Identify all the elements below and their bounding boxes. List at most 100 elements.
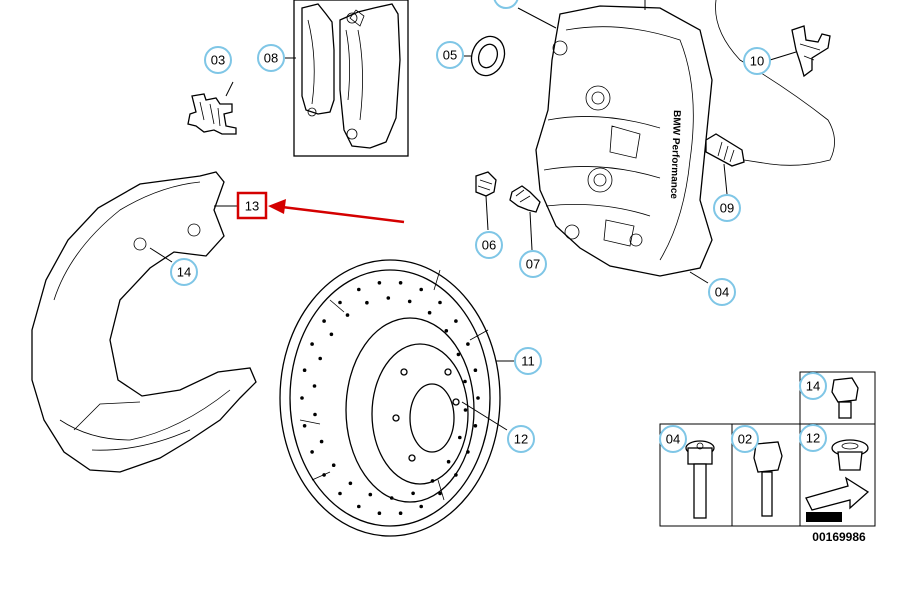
- callout-05: 05: [436, 41, 464, 69]
- brake-caliper: BMW Performance: [535, 5, 713, 277]
- svg-text:08: 08: [264, 51, 278, 66]
- sensor-clip: [791, 25, 831, 78]
- svg-text:11: 11: [521, 354, 535, 369]
- drill-hole: [419, 287, 424, 292]
- drill-hole: [466, 342, 470, 346]
- drill-hole: [377, 511, 382, 515]
- drill-hole: [357, 287, 361, 292]
- svg-text:14: 14: [806, 379, 820, 394]
- callout-12: 12: [507, 425, 535, 453]
- callout-03: 03: [204, 46, 232, 74]
- drill-hole: [312, 384, 317, 388]
- drill-hole: [322, 319, 326, 323]
- svg-text:04: 04: [666, 432, 680, 447]
- drill-hole: [446, 459, 451, 464]
- drill-hole: [463, 408, 468, 412]
- svg-text:12: 12: [514, 432, 528, 447]
- drill-hole: [430, 479, 435, 483]
- drill-hole: [302, 368, 307, 373]
- drill-hole: [310, 450, 314, 454]
- drill-hole: [338, 491, 342, 496]
- svg-text:05: 05: [443, 48, 457, 63]
- drill-hole: [466, 450, 470, 454]
- drill-hole: [331, 463, 336, 468]
- svg-text:03: 03: [211, 53, 225, 68]
- brake-wear-sensor: [705, 0, 835, 167]
- drill-hole: [386, 296, 391, 300]
- brake-pads: [293, 0, 409, 157]
- leader-06: [485, 195, 489, 231]
- leader-14: [149, 247, 173, 263]
- drill-hole: [348, 481, 353, 486]
- drill-hole: [454, 319, 458, 323]
- fastener-legend: 14 04 02 12: [659, 371, 876, 527]
- callout-08: 08: [257, 44, 285, 72]
- drill-hole: [454, 473, 458, 477]
- callout-06: 06: [475, 231, 503, 259]
- legend-callout-02: 02: [731, 425, 759, 453]
- svg-text:14: 14: [177, 265, 191, 280]
- drill-hole: [473, 424, 478, 428]
- drill-hole: [476, 396, 480, 400]
- legend-bolt-04: [685, 440, 715, 519]
- drill-hole: [300, 396, 304, 400]
- anti-rattle-clip: [187, 93, 237, 135]
- drill-hole: [310, 342, 314, 346]
- callout-13-highlighted: 13: [236, 191, 268, 220]
- svg-text:09: 09: [720, 201, 734, 216]
- drill-hole: [329, 332, 334, 337]
- legend-callout-12: 12: [799, 424, 827, 452]
- drill-hole: [427, 310, 432, 315]
- drill-hole: [444, 329, 449, 333]
- leader-07: [529, 211, 533, 251]
- drill-hole: [438, 300, 442, 305]
- brake-disc: [279, 259, 501, 537]
- leader-lines: [149, 0, 797, 431]
- drill-hole: [458, 435, 462, 440]
- leader-04: [689, 271, 709, 284]
- drill-hole: [473, 368, 478, 373]
- callout-14: 14: [170, 258, 198, 286]
- legend-callout-04: 04: [659, 425, 687, 453]
- svg-text:04: 04: [715, 285, 729, 300]
- drill-hole: [319, 439, 324, 444]
- drill-hole: [398, 281, 403, 285]
- sealing-ring: [470, 35, 506, 77]
- svg-text:12: 12: [806, 431, 820, 446]
- callout-09: 09: [713, 194, 741, 222]
- drill-hole: [419, 504, 424, 509]
- svg-text:02: 02: [738, 432, 752, 447]
- callout-11: 11: [514, 347, 542, 375]
- drill-hole: [389, 496, 394, 500]
- leader-top: [517, 7, 557, 29]
- drill-hole: [302, 424, 307, 428]
- legend-bolt-14: [831, 377, 859, 419]
- legend-bolt-12: [831, 439, 869, 471]
- drill-hole: [438, 491, 442, 496]
- svg-text:10: 10: [750, 54, 764, 69]
- drill-hole: [456, 352, 461, 357]
- leader-09: [723, 163, 728, 195]
- drill-hole: [398, 511, 403, 515]
- highlight-arrow: [268, 199, 405, 224]
- drill-hole: [463, 379, 467, 384]
- drill-hole: [368, 492, 373, 497]
- drill-hole: [338, 300, 342, 305]
- callout-07: 07: [519, 250, 547, 278]
- leader-10: [769, 51, 797, 61]
- legend-bolt-02: [753, 441, 783, 517]
- legend-callout-14: 14: [799, 372, 827, 400]
- drill-hole: [345, 313, 350, 317]
- drill-hole: [313, 412, 317, 417]
- reference-code: 00169986: [812, 530, 866, 544]
- drill-hole: [357, 504, 361, 509]
- leader-03: [225, 81, 234, 97]
- leader-12: [461, 401, 508, 431]
- bleeder-cap: [509, 185, 541, 213]
- svg-text:06: 06: [482, 238, 496, 253]
- callout-top: [493, 0, 519, 9]
- orientation-arrow-icon: [805, 476, 870, 522]
- callout-04: 04: [708, 278, 736, 306]
- drill-hole: [318, 356, 323, 361]
